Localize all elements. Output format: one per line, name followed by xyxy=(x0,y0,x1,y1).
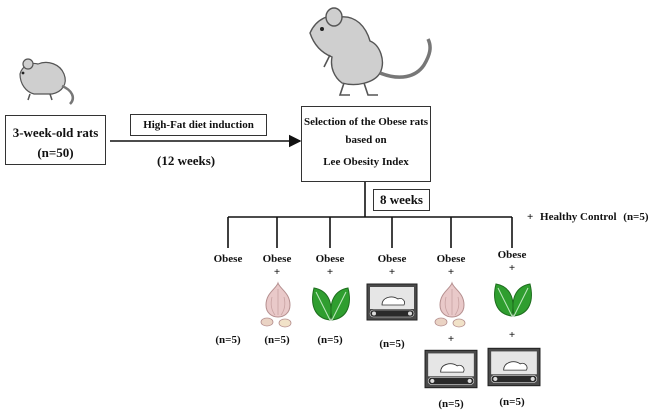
group-label: Obese xyxy=(262,253,292,265)
healthy-control: + Healthy Control (n=5) xyxy=(527,211,649,223)
start-box: 3-week-old rats (n=50) xyxy=(5,115,106,165)
group-obese-garlic: Obese + xyxy=(257,253,297,279)
group-count: (n=5) xyxy=(379,338,405,350)
group-count: (n=5) xyxy=(215,334,241,346)
induction-box: High-Fat diet induction xyxy=(130,114,267,136)
rat-icon xyxy=(309,7,432,96)
duration-label: 8 weeks xyxy=(380,192,423,207)
healthy-control-count: (n=5) xyxy=(623,211,649,223)
start-label: 3-week-old rats xyxy=(12,125,99,140)
group-count: (n=5) xyxy=(499,396,525,408)
induction-duration: (12 weeks) xyxy=(157,153,216,168)
group-obese-leaves-exercise: Obese + xyxy=(492,249,532,275)
group-plus: + xyxy=(273,266,281,278)
healthy-control-label: Healthy Control xyxy=(540,211,617,223)
duration-box: 8 weeks xyxy=(373,189,430,211)
group-plus: + xyxy=(447,266,455,278)
garlic-icon xyxy=(260,281,292,328)
healthy-control-plus: + xyxy=(527,211,534,223)
treadmill-exercise-icon xyxy=(487,347,541,387)
group-plus: + xyxy=(508,262,516,274)
group-plus-2: + xyxy=(508,329,516,341)
group-label: Obese xyxy=(436,253,466,265)
start-count: (n=50) xyxy=(37,145,74,160)
group-plus: + xyxy=(388,266,396,278)
treadmill-exercise-icon xyxy=(424,349,478,389)
group-count: (n=5) xyxy=(438,398,464,410)
group-obese-garlic-exercise: Obese + xyxy=(431,253,471,279)
rat-icon xyxy=(19,58,74,105)
selection-box: Selection of the Obese rats based on Lee… xyxy=(301,106,431,182)
treadmill-exercise-icon xyxy=(366,283,418,321)
garlic-icon xyxy=(434,281,466,328)
induction-label: High-Fat diet induction xyxy=(143,119,254,131)
group-obese-exercise: Obese + xyxy=(372,253,412,279)
group-count: (n=5) xyxy=(317,334,343,346)
selection-line3: Lee Obesity Index xyxy=(323,156,409,168)
group-label: Obese xyxy=(497,249,527,261)
group-label: Obese xyxy=(315,253,345,265)
mint-leaves-icon xyxy=(312,287,350,321)
group-label: Obese xyxy=(377,253,407,265)
group-obese: Obese xyxy=(208,253,248,266)
group-count: (n=5) xyxy=(264,334,290,346)
group-plus-2: + xyxy=(447,333,455,345)
group-label: Obese xyxy=(213,253,243,265)
selection-line2: based on xyxy=(345,134,387,146)
selection-line1: Selection of the Obese rats xyxy=(303,116,429,128)
group-obese-leaves: Obese + xyxy=(310,253,350,279)
mint-leaves-icon xyxy=(494,283,532,317)
group-plus: + xyxy=(326,266,334,278)
